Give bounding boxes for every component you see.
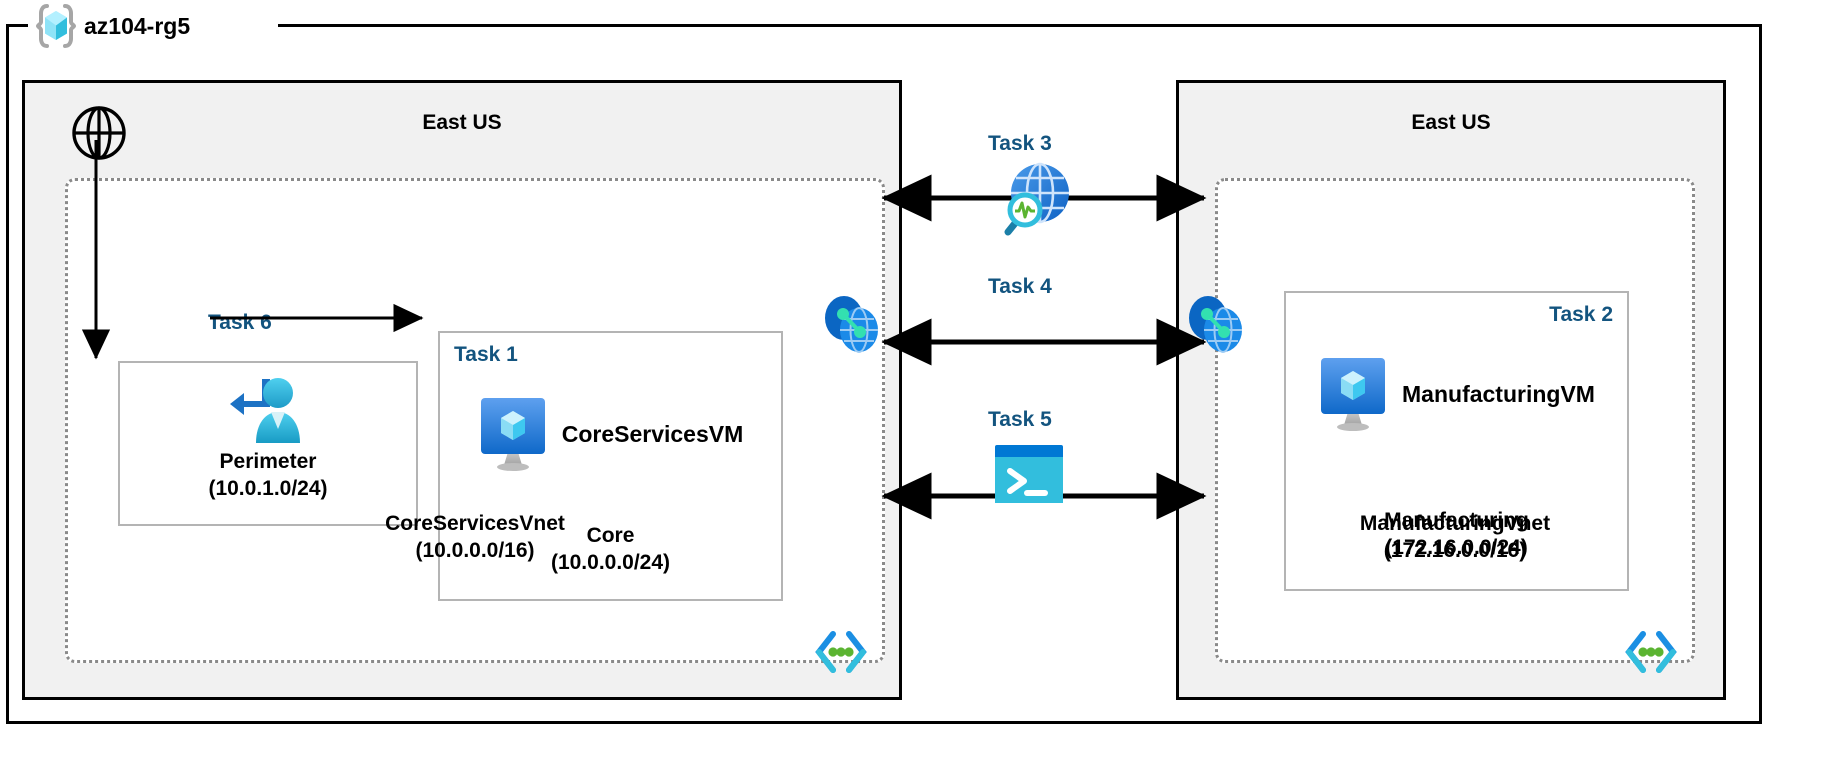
vnet-manufacturing-cidr: (172.16.0.0/16) <box>1383 538 1527 562</box>
task-1-label: Task 1 <box>454 343 518 366</box>
subnet-perimeter-name: Perimeter <box>219 450 317 473</box>
subnet-core-caption: Core (10.0.0.0/24) <box>440 523 781 577</box>
vnet-core-services-label: CoreServicesVnet (10.0.0.0/16) <box>68 511 882 565</box>
subnet-core: Task 1 <box>438 331 783 601</box>
resource-group-title: az104-rg5 <box>34 4 190 48</box>
subnet-manufacturing-caption: Manufacturing (172.16.0.0/24) <box>1286 508 1627 562</box>
task-3-label: Task 3 <box>988 132 1052 155</box>
vnet-core-services: Task 6 <box>65 178 885 673</box>
region-left-title: East US <box>422 111 502 134</box>
vnet-manufacturing-label: ManufacturingVnet (172.16.0.0/16) <box>1218 511 1692 565</box>
task-2-label: Task 2 <box>1549 303 1613 326</box>
region-east-us-left: East US Task 6 <box>22 80 902 700</box>
task-4-label: Task 4 <box>988 275 1052 298</box>
subnet-brackets-icon <box>814 628 868 676</box>
virtual-machine-icon <box>1318 355 1388 433</box>
subnet-core-name: Core <box>586 524 635 547</box>
subnet-manufacturing-name: Manufacturing <box>1384 509 1529 532</box>
internet-globe-icon <box>71 105 127 161</box>
subnet-perimeter-cidr: (10.0.1.0/24) <box>208 476 328 500</box>
user-with-arrow-icon <box>226 373 310 447</box>
manufacturing-vm-name: ManufacturingVM <box>1402 380 1595 407</box>
vnet-peering-icon <box>819 292 885 358</box>
task-5-label: Task 5 <box>988 408 1052 431</box>
subnet-perimeter-caption: Perimeter (10.0.1.0/24) <box>120 449 416 503</box>
task-6-label: Task 6 <box>208 311 272 334</box>
subnet-core-cidr: (10.0.0.0/24) <box>550 550 671 574</box>
resource-group-frame <box>6 24 1762 724</box>
vnet-manufacturing: Task 2 <box>1215 178 1695 673</box>
region-east-us-right: East US Task 2 <box>1176 80 1726 700</box>
subnet-brackets-icon <box>1624 628 1678 676</box>
subnet-perimeter: Perimeter (10.0.1.0/24) <box>118 361 418 526</box>
vnet-manufacturing-name: ManufacturingVnet <box>1359 512 1551 535</box>
vnet-core-services-name: CoreServicesVnet <box>385 512 565 535</box>
core-services-vm-name: CoreServicesVM <box>561 420 744 447</box>
resource-group-name: az104-rg5 <box>84 12 191 39</box>
cloud-shell-terminal-icon <box>993 443 1065 505</box>
virtual-machine-icon <box>478 395 548 473</box>
core-services-vm: CoreServicesVM <box>440 395 781 473</box>
manufacturing-vm: ManufacturingVM <box>1286 355 1627 433</box>
subnet-manufacturing-cidr: (172.16.0.0/24) <box>1385 535 1528 559</box>
region-right-title: East US <box>1411 111 1491 134</box>
vnet-core-services-cidr: (10.0.0.0/16) <box>415 538 535 562</box>
network-watcher-globe-icon <box>993 160 1073 240</box>
subnet-manufacturing: Task 2 <box>1284 291 1629 591</box>
vnet-peering-icon <box>1183 292 1249 358</box>
resource-group-cube-icon <box>34 3 78 49</box>
